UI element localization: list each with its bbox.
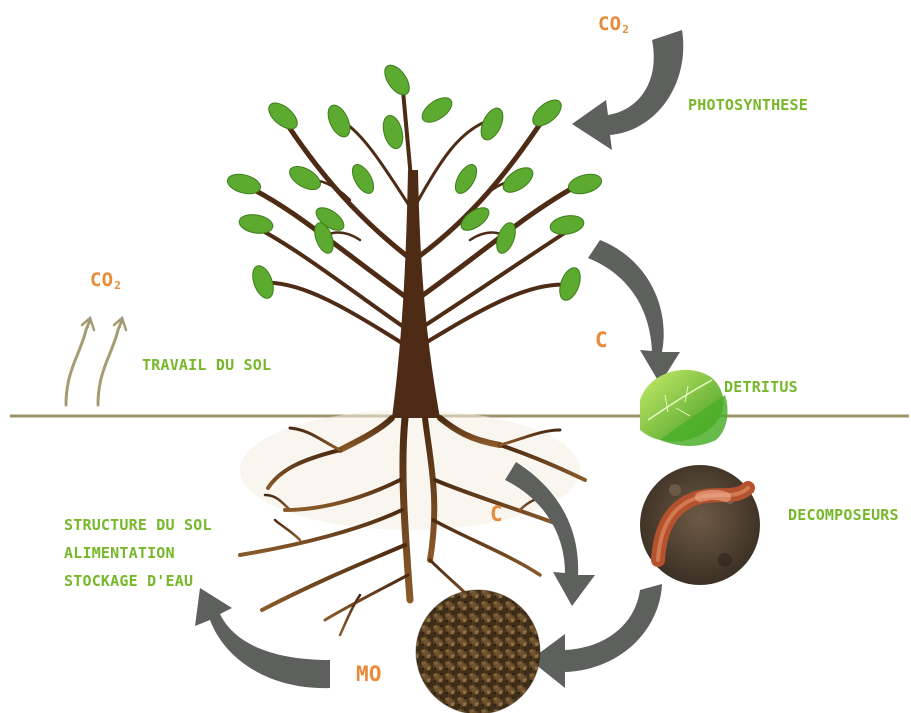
organic-matter-soil-photo [416, 590, 540, 713]
co2-release-arrows [66, 318, 126, 405]
photosynthese-arrow [572, 30, 683, 150]
decomposeurs-to-mo-arrow [530, 584, 662, 688]
mo-label: MO [356, 664, 382, 685]
co2-top-label: CO2 [598, 14, 629, 40]
structure-du-sol-label: STRUCTURE DU SOL [64, 515, 212, 536]
decomposeurs-label: DECOMPOSEURS [788, 505, 899, 526]
detritus-label: DETRITUS [724, 377, 798, 398]
stockage-eau-label: STOCKAGE D'EAU [64, 571, 193, 592]
carbon-lower-label: C [490, 504, 503, 525]
carbon-upper-label: C [595, 330, 608, 351]
tree [225, 61, 604, 418]
green-leaf-icon [640, 370, 728, 446]
co2-left-label: CO2 [90, 270, 121, 296]
mo-to-structure-arrow [195, 588, 330, 688]
travail-du-sol-label: TRAVAIL DU SOL [142, 355, 271, 376]
earthworm-soil-photo [640, 465, 760, 585]
photosynthese-label: PHOTOSYNTHESE [688, 95, 808, 116]
canopy-to-detritus-arrow [588, 240, 680, 384]
alimentation-label: ALIMENTATION [64, 543, 175, 564]
